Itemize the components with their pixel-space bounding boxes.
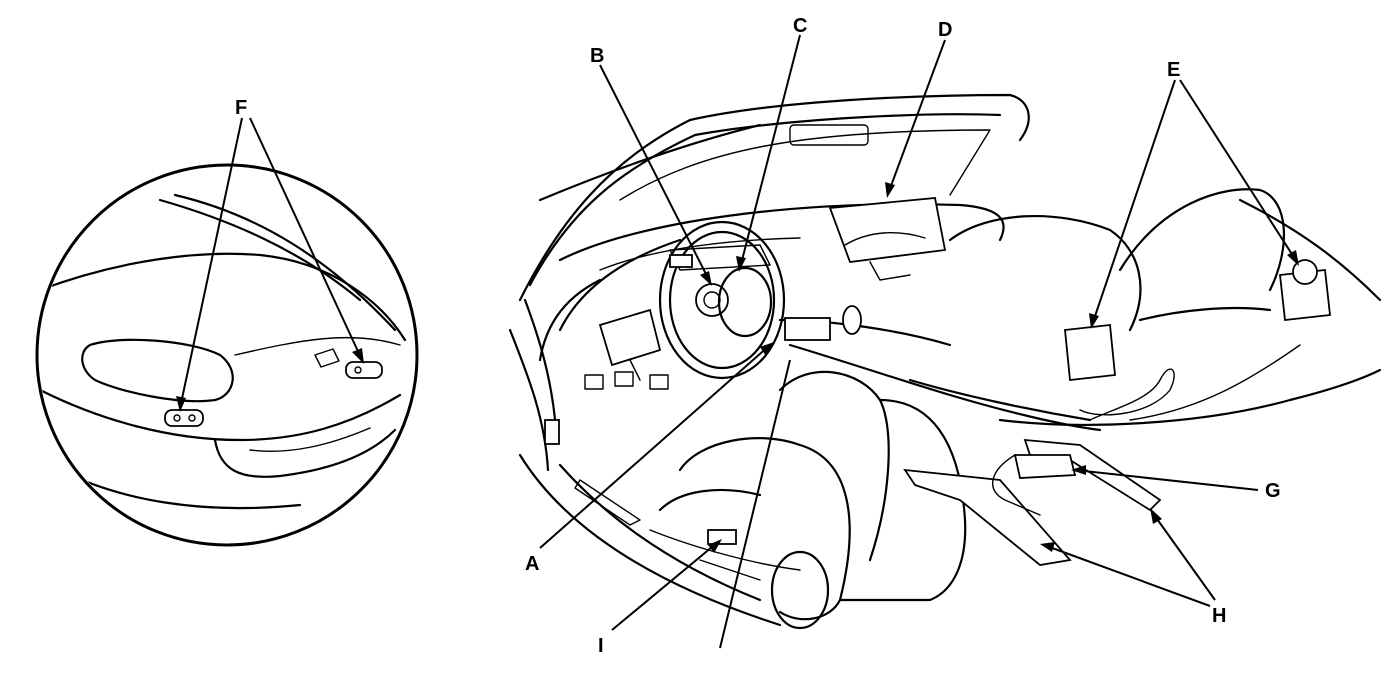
callout-labels: F B C D E A G H I — [235, 15, 1281, 657]
right-front-impact-sensor — [345, 361, 383, 379]
label-H: H — [1212, 605, 1226, 627]
passenger-side-airbag — [1064, 324, 1116, 381]
label-E: E — [1167, 59, 1180, 81]
label-I: I — [598, 635, 604, 657]
seat-track-sensor — [707, 529, 737, 545]
label-C: C — [793, 15, 807, 37]
oprs-unit — [1013, 454, 1077, 479]
callout-lines — [176, 34, 1299, 649]
front-view-inset — [35, 163, 419, 547]
srs-unit-box — [598, 308, 662, 367]
front-bumper-drawing — [39, 193, 407, 510]
label-A: A — [525, 553, 539, 575]
label-D: D — [938, 19, 952, 41]
label-G: G — [1265, 480, 1281, 502]
passenger-airbag — [828, 197, 947, 263]
srs-unit — [784, 317, 831, 341]
cable-reel — [669, 254, 693, 268]
vehicle-interior-drawing — [508, 93, 1382, 630]
door-sensor-connector — [544, 419, 560, 445]
label-B: B — [590, 45, 604, 67]
driver-airbag — [695, 283, 729, 317]
seat-weight-sensor-left — [903, 468, 1072, 566]
left-front-impact-sensor — [164, 409, 204, 427]
label-F: F — [235, 97, 247, 119]
